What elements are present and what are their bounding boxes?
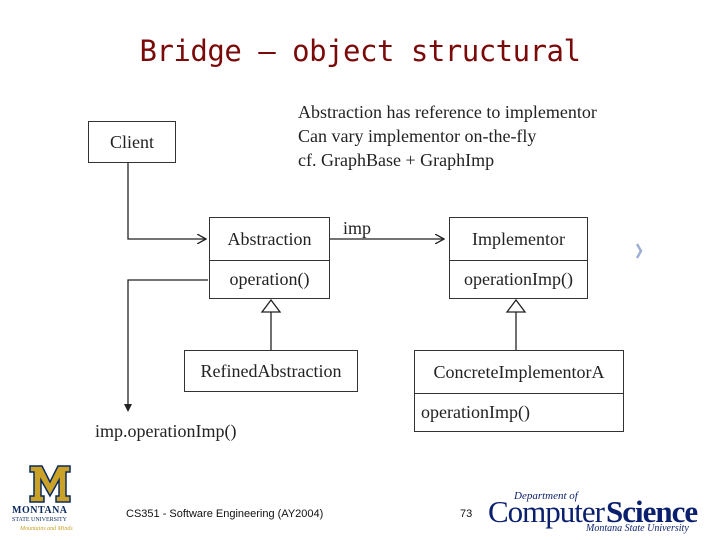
call-note-label: imp.operationImp() (95, 421, 237, 441)
msu-name-line-2: STATE UNIVERSITY (12, 517, 68, 523)
faint-arrow-glyph (635, 243, 643, 259)
concrete-implementor-class-box: ConcreteImplementorA operationImp() (414, 350, 624, 432)
implementor-class-name: Implementor (472, 228, 565, 249)
refined-generalization-triangle (260, 298, 282, 313)
note-line-3: cf. GraphBase + GraphImp (298, 150, 495, 170)
client-to-abstraction-arrow (127, 162, 206, 239)
concrete-implementor-method: operationImp() (421, 401, 530, 422)
concrete-generalization-triangle (505, 298, 527, 313)
footer-page-number: 73 (460, 508, 473, 520)
msu-tagline: Mountains and Minds (20, 526, 73, 532)
msu-name-line-1: MONTANA (12, 505, 68, 516)
refined-abstraction-class-box: RefinedAbstraction (184, 350, 358, 392)
note-line-2: Can vary implementor on-the-fly (298, 126, 537, 146)
call-note-line (127, 279, 208, 404)
client-class-name: Client (110, 131, 154, 152)
dept-top-text: Department of (514, 490, 578, 502)
abstraction-method: operation() (229, 268, 310, 289)
slide-title: Bridge – object structural (139, 34, 581, 68)
abstraction-class-name: Abstraction (227, 228, 312, 249)
abstraction-class-box: Abstraction operation() (209, 217, 330, 299)
notes-block: Abstraction has reference to implementor… (298, 100, 597, 172)
implementor-method: operationImp() (464, 268, 573, 289)
dept-computer-text: Computer (488, 494, 605, 529)
imp-association-label: imp (343, 218, 372, 238)
refined-abstraction-class-name: RefinedAbstraction (200, 360, 342, 381)
concrete-implementor-class-name: ConcreteImplementorA (433, 361, 605, 382)
dept-university-text: Montana State University (586, 523, 689, 534)
msu-m-icon (29, 465, 71, 503)
footer-course: CS351 - Software Engineering (AY2004) (126, 508, 324, 520)
dept-logo: Department of Computer Science Montana S… (488, 490, 704, 534)
implementor-class-box: Implementor operationImp() (449, 217, 588, 299)
msu-logo: MONTANA STATE UNIVERSITY Mountains and M… (8, 462, 92, 538)
call-note-arrowhead (124, 404, 132, 412)
note-line-1: Abstraction has reference to implementor (298, 102, 597, 122)
client-class-box: Client (88, 121, 176, 163)
dept-science-text: Science (606, 494, 698, 529)
